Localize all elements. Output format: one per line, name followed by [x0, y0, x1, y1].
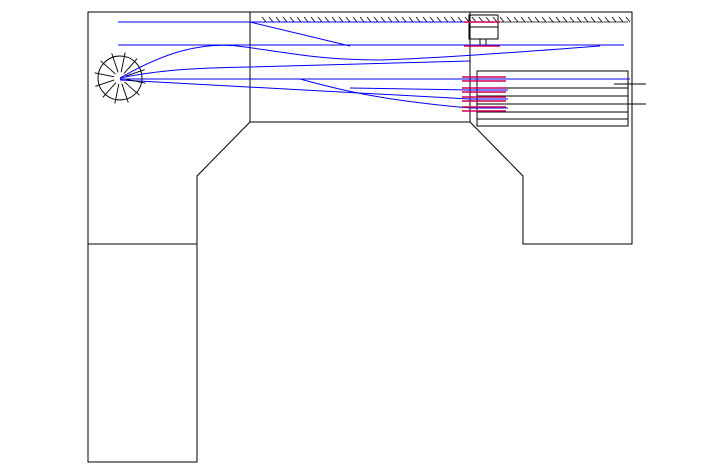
hatch-mark — [611, 16, 617, 23]
turntable-spoke — [121, 83, 129, 103]
hatch-mark — [422, 16, 428, 23]
hatch-mark — [576, 16, 582, 23]
hatch-mark — [436, 16, 442, 23]
turntable-spoke — [125, 69, 145, 77]
hatch-mark — [492, 16, 498, 23]
hatch-mark — [401, 16, 407, 23]
turntable-spoke — [120, 52, 126, 73]
hatch-mark — [310, 16, 316, 23]
turntable-spoke — [100, 60, 116, 75]
turntable-icon — [94, 52, 146, 104]
hatch-mark — [282, 16, 288, 23]
hatch-mark — [527, 16, 533, 23]
hatch-mark — [268, 16, 274, 23]
hatch-mark — [317, 16, 323, 23]
hatch-mark — [625, 16, 631, 23]
turntable-spoke — [95, 79, 115, 87]
hatch-mark — [541, 16, 547, 23]
hatch-mark — [534, 16, 540, 23]
hatch-mark — [499, 16, 505, 23]
hatch-mark — [296, 16, 302, 23]
buffer-stop-markers — [462, 21, 506, 112]
hatch-mark — [324, 16, 330, 23]
turntable-spoke — [114, 83, 120, 104]
hatch-mark — [443, 16, 449, 23]
hatch-mark — [408, 16, 414, 23]
hatch-mark — [380, 16, 386, 23]
hatch-mark — [597, 16, 603, 23]
hatch-mark — [275, 16, 281, 23]
blue-track-lines — [118, 21, 630, 109]
wall-hatching — [261, 16, 631, 23]
turntable-spoke — [124, 81, 140, 96]
hatch-mark — [457, 16, 463, 23]
hatch-mark — [513, 16, 519, 23]
hatch-mark — [373, 16, 379, 23]
hatch-mark — [359, 16, 365, 23]
hatch-mark — [569, 16, 575, 23]
turntable-spoke — [102, 82, 117, 98]
hatch-mark — [583, 16, 589, 23]
hatch-mark — [520, 16, 526, 23]
hatch-mark — [618, 16, 624, 23]
hatch-mark — [478, 16, 484, 23]
hatch-mark — [303, 16, 309, 23]
hatch-mark — [548, 16, 554, 23]
hatch-mark — [289, 16, 295, 23]
hatch-mark — [338, 16, 344, 23]
hatch-mark — [450, 16, 456, 23]
hatch-mark — [261, 16, 267, 23]
turntable-spoke — [123, 58, 138, 74]
hatch-mark — [331, 16, 337, 23]
turntable-spoke — [111, 53, 119, 73]
turntable-spoke — [94, 72, 115, 78]
engine-shed-icon — [468, 14, 499, 46]
turntable-spoke — [125, 78, 146, 84]
hatch-mark — [590, 16, 596, 23]
hatch-mark — [429, 16, 435, 23]
hatch-mark — [415, 16, 421, 23]
hatch-mark — [562, 16, 568, 23]
hatch-mark — [485, 16, 491, 23]
hatch-mark — [604, 16, 610, 23]
hatch-mark — [394, 16, 400, 23]
hatch-mark — [366, 16, 372, 23]
hatch-mark — [555, 16, 561, 23]
hatch-mark — [471, 16, 477, 23]
hatch-mark — [345, 16, 351, 23]
hatch-mark — [464, 16, 470, 23]
hatch-mark — [387, 16, 393, 23]
hatch-mark — [352, 16, 358, 23]
hatch-mark — [506, 16, 512, 23]
